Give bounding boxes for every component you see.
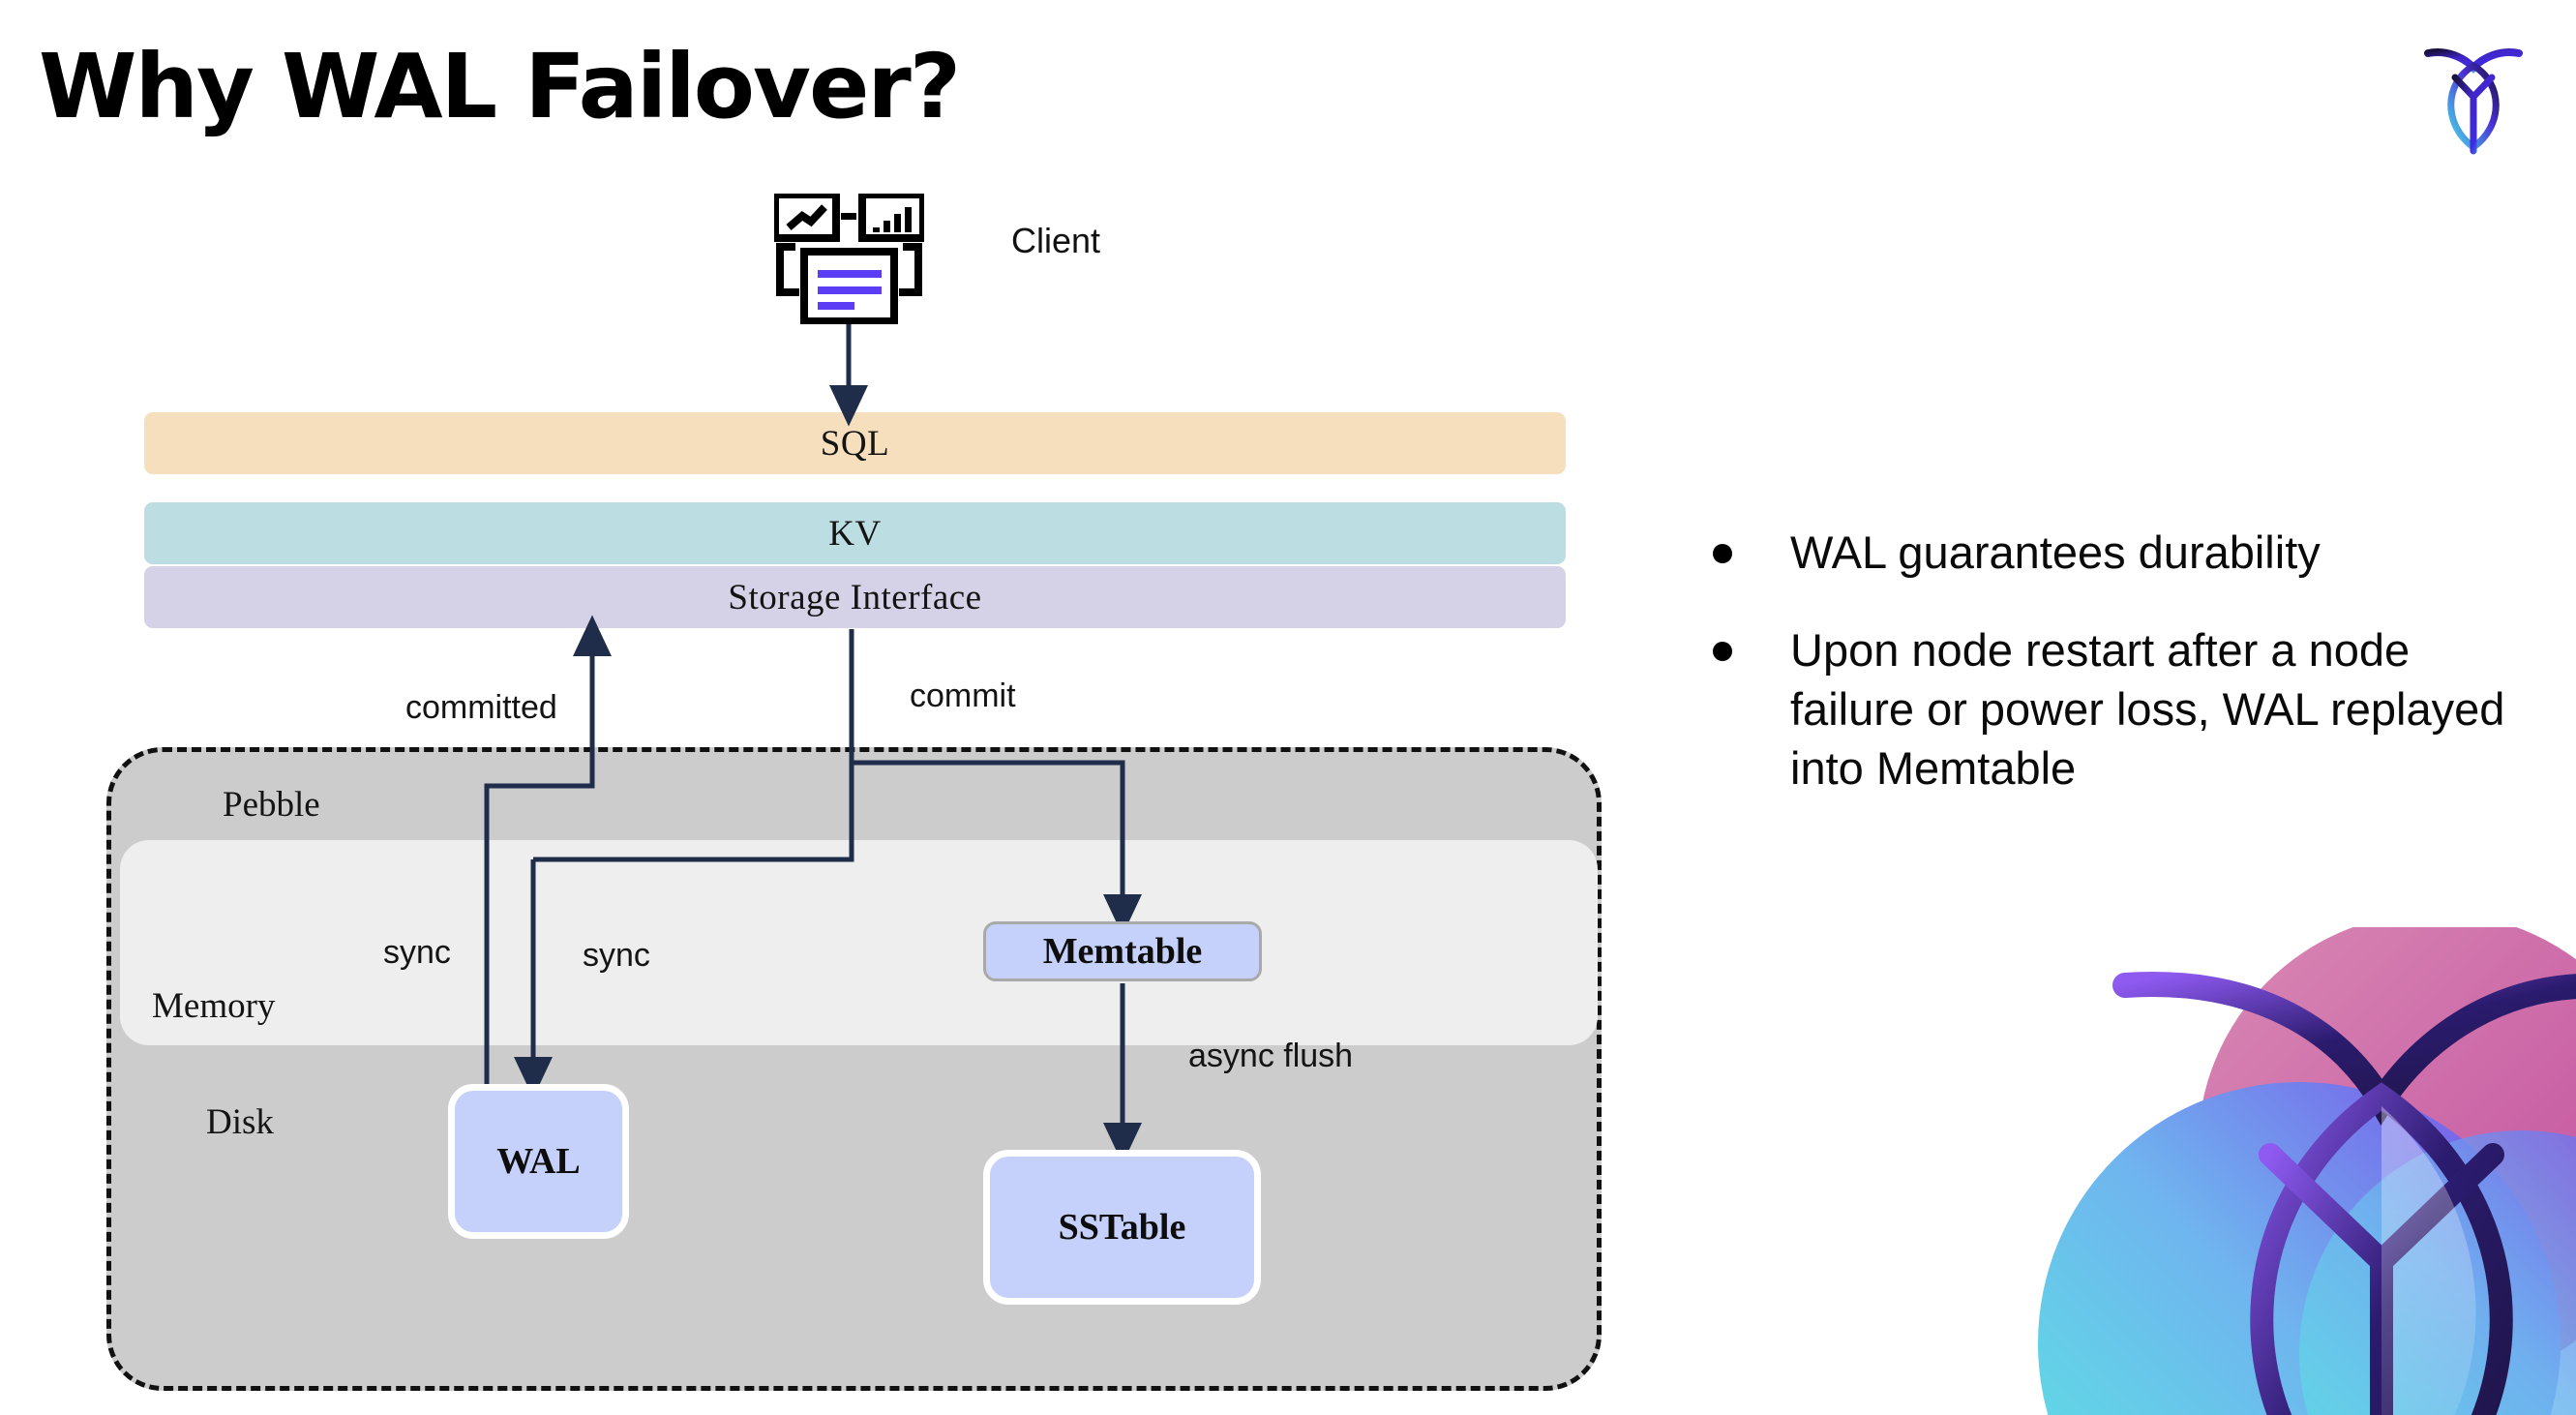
decorative-gradient-art — [1980, 913, 2576, 1415]
memory-panel — [120, 840, 1598, 1045]
pebble-label: Pebble — [223, 785, 320, 825]
list-item: WAL guarantees durability — [1703, 523, 2555, 582]
edge-commit-trunk — [533, 629, 854, 862]
client-label: Client — [1011, 221, 1101, 260]
bullet-text: Upon node restart after a node failure o… — [1790, 624, 2505, 795]
edge-label-commit: commit — [910, 677, 1016, 714]
memory-label: Memory — [152, 986, 276, 1026]
bullet-list: WAL guarantees durability Upon node rest… — [1703, 523, 2555, 836]
edge-label-sync-right: sync — [583, 937, 650, 974]
node-memtable[interactable]: Memtable — [983, 921, 1262, 981]
edge-label-committed: committed — [405, 689, 557, 726]
node-sstable[interactable]: SSTable — [983, 1150, 1261, 1305]
bullet-dot-icon — [1713, 544, 1732, 563]
diagram-connectors — [484, 324, 1142, 1164]
edge-label-async-flush: async flush — [1188, 1038, 1354, 1074]
edge-commit-to-memtable — [852, 760, 1142, 936]
layer-bar-kv[interactable]: KV — [144, 502, 1566, 564]
disk-label: Disk — [206, 1102, 274, 1142]
cockroachdb-logo-icon — [2414, 37, 2532, 161]
list-item: Upon node restart after a node failure o… — [1703, 620, 2555, 798]
bullet-text: WAL guarantees durability — [1790, 527, 2321, 578]
node-wal[interactable]: WAL — [448, 1084, 629, 1239]
bullet-dot-icon — [1713, 642, 1732, 662]
edge-committed — [484, 615, 612, 1084]
layer-bar-storage[interactable]: Storage Interface — [144, 566, 1566, 628]
edge-label-sync-left: sync — [383, 934, 451, 971]
page-title: Why WAL Failover? — [39, 35, 961, 138]
client-monitor-icon — [771, 191, 927, 325]
architecture-diagram: Pebble Memory Disk SQL KV Storage Interf… — [106, 191, 1602, 1391]
